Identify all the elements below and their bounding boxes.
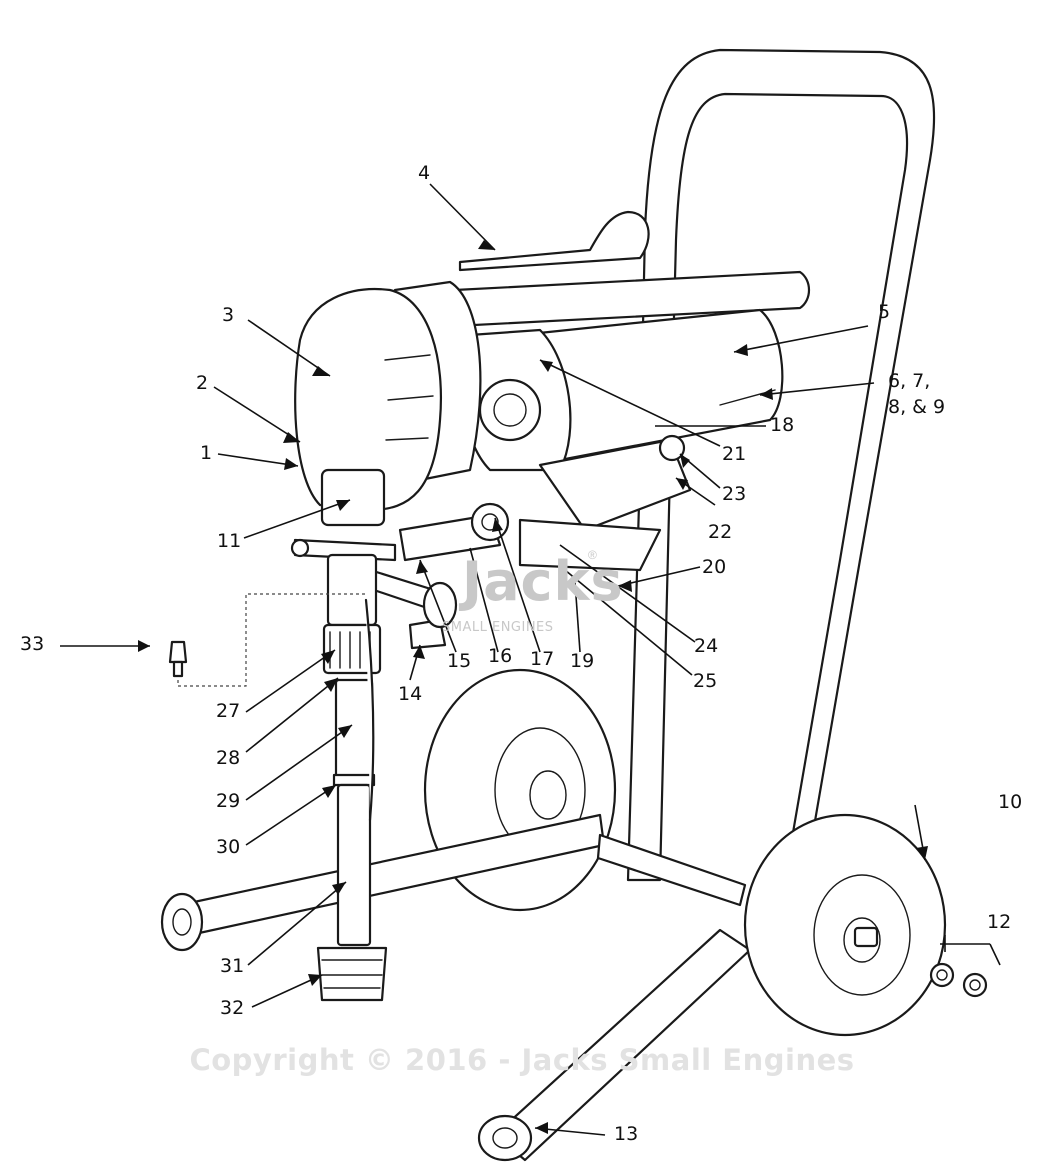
callout-10: 10 xyxy=(998,791,1023,813)
callout-6-7: 6, 7, xyxy=(888,370,931,392)
pump-cylinder xyxy=(326,553,378,627)
logo-tagline: SMALL ENGINES xyxy=(442,620,554,635)
callout-32: 32 xyxy=(220,997,245,1019)
leg-cap-bottom xyxy=(477,1114,533,1162)
pressure-knob xyxy=(658,434,686,462)
logo-registered-mark: ® xyxy=(588,548,597,562)
front-wheel xyxy=(743,813,947,1037)
callout-29: 29 xyxy=(216,790,241,812)
lock-washer xyxy=(962,972,988,998)
callout-3: 3 xyxy=(222,304,235,326)
callout-23: 23 xyxy=(722,483,747,505)
siphon-clip xyxy=(332,773,376,787)
callout-24: 24 xyxy=(694,635,719,657)
callout-30: 30 xyxy=(216,836,241,858)
front-cover xyxy=(294,288,442,512)
spare-valve xyxy=(168,640,188,664)
control-bracket xyxy=(538,438,692,532)
logo-wordmark: Jacks xyxy=(462,550,624,613)
frame-crossbar-low xyxy=(596,833,747,907)
callout-11: 11 xyxy=(217,530,242,552)
copyright-watermark: Copyright © 2016 - Jacks Small Engines xyxy=(189,1043,855,1077)
callout-28: 28 xyxy=(216,747,241,769)
callout-8-9: 8, & 9 xyxy=(888,396,946,418)
return-hose xyxy=(364,598,375,822)
callout-15: 15 xyxy=(447,650,472,672)
callout-2: 2 xyxy=(196,372,209,394)
callout-25: 25 xyxy=(693,670,718,692)
callout-arrowheads xyxy=(138,240,928,1134)
callout-4: 4 xyxy=(418,162,431,184)
pump-rod-housing xyxy=(320,468,386,527)
callout-1: 1 xyxy=(200,442,213,464)
mount-plate xyxy=(518,518,662,572)
callout-5: 5 xyxy=(878,301,891,323)
filter-housing xyxy=(470,502,510,542)
pump-nut xyxy=(322,623,382,675)
callout-18: 18 xyxy=(770,414,795,436)
callout-19: 19 xyxy=(570,650,595,672)
callout-33: 33 xyxy=(20,633,45,655)
callout-16: 16 xyxy=(488,645,513,667)
callout-20: 20 xyxy=(702,556,727,578)
cart-crossbar xyxy=(458,210,650,272)
callout-12: 12 xyxy=(987,911,1012,933)
callout-21: 21 xyxy=(722,443,747,465)
callout-27: 27 xyxy=(216,700,241,722)
siphon-filter xyxy=(316,946,388,1002)
jacks-logo-watermark: Jacks ® SMALL ENGINES xyxy=(438,542,623,642)
washer xyxy=(929,962,955,988)
callout-17: 17 xyxy=(530,648,555,670)
callout-14: 14 xyxy=(398,683,423,705)
callout-22: 22 xyxy=(708,521,733,543)
leg-cap-left xyxy=(160,892,204,952)
siphon-tube-lower xyxy=(336,783,372,947)
cart-handle-frame xyxy=(626,48,936,882)
callout-31: 31 xyxy=(220,955,245,977)
cart-top-bar xyxy=(453,270,811,328)
callout-13: 13 xyxy=(614,1123,639,1145)
